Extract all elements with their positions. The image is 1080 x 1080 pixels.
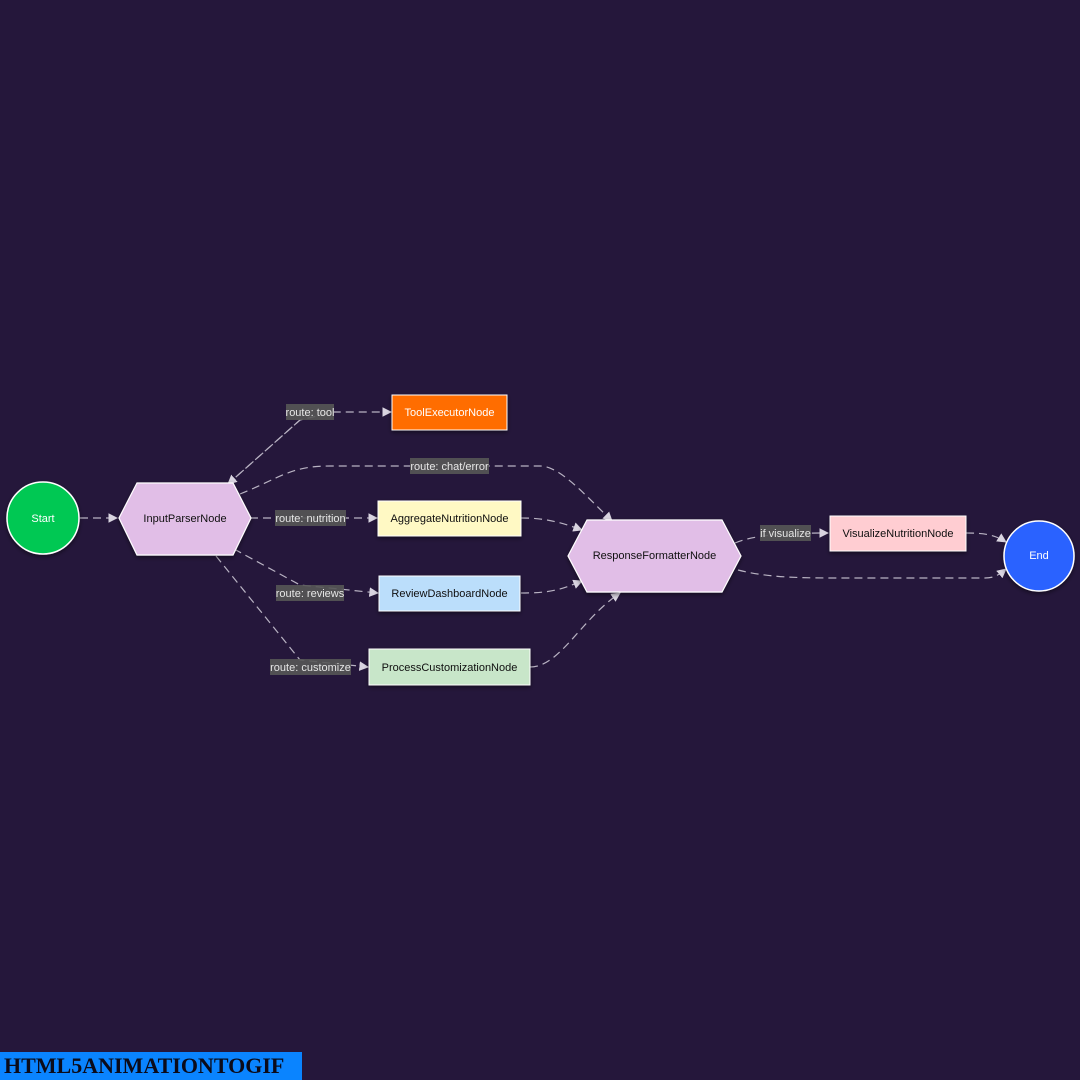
review-dashboard-node-label: ReviewDashboardNode	[391, 588, 507, 600]
response-formatter-node-label: ResponseFormatterNode	[593, 550, 717, 562]
input-parser-node-label: InputParserNode	[143, 513, 226, 525]
edge-label-route-nutrition-text: route: nutrition	[275, 513, 345, 525]
nodes: Start InputParserNode ToolExecutorNode A…	[6, 394, 1075, 686]
aggregate-nutrition-node[interactable]: AggregateNutritionNode	[377, 500, 522, 537]
edge-label-route-reviews: route: reviews	[276, 585, 345, 601]
edge-label-route-customize-text: route: customize	[270, 662, 351, 674]
edge-tool-executor-to-input-parser	[227, 419, 301, 485]
edge-label-route-nutrition: route: nutrition	[275, 510, 346, 526]
edge-labels: route: tool route: chat/error route: nut…	[270, 404, 811, 675]
edge-label-route-reviews-text: route: reviews	[276, 588, 345, 600]
edge-process-customization-to-response-formatter	[529, 592, 621, 668]
edge-input-parser-to-tool-executor	[227, 407, 392, 485]
process-customization-node-label: ProcessCustomizationNode	[382, 662, 518, 674]
watermark-banner: HTML5ANIMATIONTOGIF	[0, 1052, 302, 1080]
edge-visualize-nutrition-to-end	[965, 532, 1007, 543]
edge-review-dashboard-to-response-formatter	[520, 579, 583, 594]
input-parser-node[interactable]: InputParserNode	[118, 482, 252, 556]
edge-label-route-chat-error-text: route: chat/error	[410, 461, 489, 473]
response-formatter-node[interactable]: ResponseFormatterNode	[567, 519, 742, 593]
end-node-label: End	[1029, 550, 1049, 562]
end-node[interactable]: End	[1003, 520, 1075, 592]
start-node[interactable]: Start	[6, 481, 80, 555]
edge-label-route-chat-error: route: chat/error	[410, 458, 489, 474]
tool-executor-node-label: ToolExecutorNode	[405, 407, 495, 419]
edge-label-if-visualize: if visualize	[760, 525, 811, 541]
start-node-label: Start	[31, 513, 54, 525]
edge-label-route-tool: route: tool	[286, 404, 335, 420]
edge-label-route-customize: route: customize	[270, 659, 351, 675]
visualize-nutrition-node-label: VisualizeNutritionNode	[842, 528, 953, 540]
edge-aggregate-nutrition-to-response-formatter	[520, 517, 583, 532]
edge-label-if-visualize-text: if visualize	[760, 528, 811, 540]
review-dashboard-node[interactable]: ReviewDashboardNode	[378, 575, 521, 612]
edge-label-route-tool-text: route: tool	[286, 407, 335, 419]
edge-input-parser-to-process-customization	[215, 555, 369, 671]
visualize-nutrition-node[interactable]: VisualizeNutritionNode	[829, 515, 967, 552]
process-customization-node[interactable]: ProcessCustomizationNode	[368, 648, 531, 686]
aggregate-nutrition-node-label: AggregateNutritionNode	[390, 513, 508, 525]
tool-executor-node[interactable]: ToolExecutorNode	[391, 394, 508, 431]
edge-response-formatter-to-end	[737, 568, 1007, 579]
